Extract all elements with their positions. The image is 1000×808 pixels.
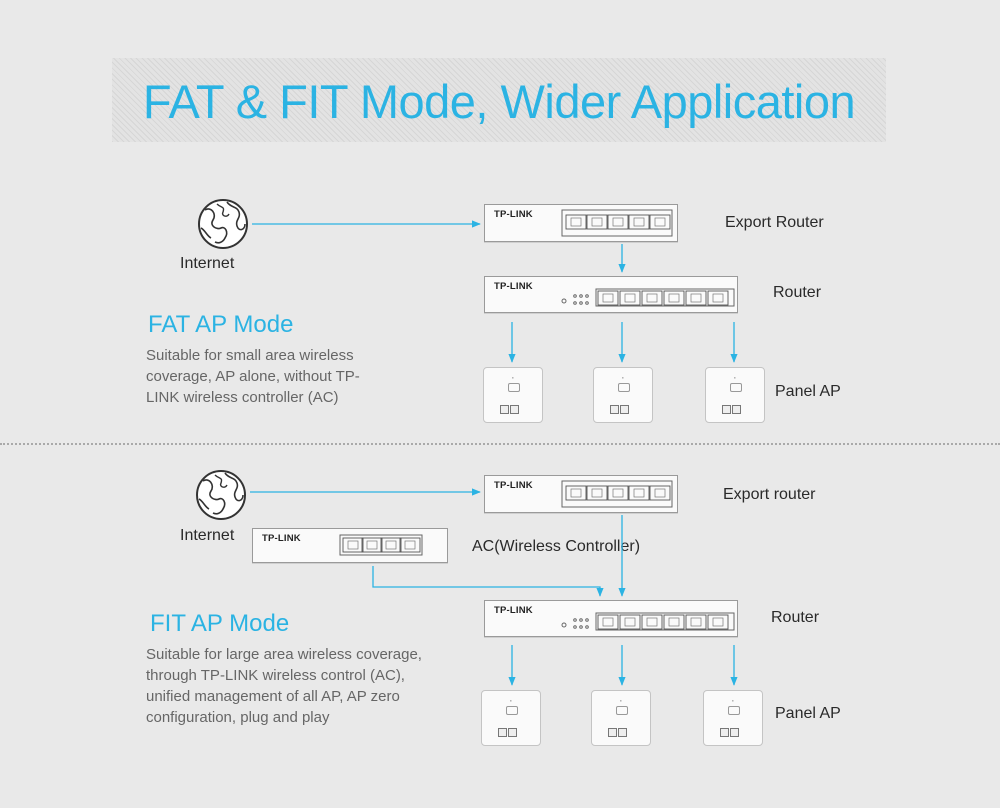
ap-led-icon bbox=[728, 706, 740, 715]
fit-globe-icon bbox=[196, 470, 246, 520]
fit-mode-title: FIT AP Mode bbox=[150, 610, 290, 637]
fit-panel-ap-2: ▪ bbox=[591, 690, 651, 746]
fit-router-label: Router bbox=[771, 609, 820, 626]
fat-internet-label: Internet bbox=[180, 255, 235, 272]
fat-panel-ap-label: Panel AP bbox=[775, 383, 841, 400]
fat-export-router-ports bbox=[561, 209, 673, 237]
fit-internet-label: Internet bbox=[180, 527, 235, 544]
brand-logo: TP-LINK bbox=[494, 480, 533, 491]
fit-panel-ap-3: ▪ bbox=[703, 690, 763, 746]
fat-router-label: Router bbox=[773, 284, 822, 301]
panel-ap-icon: ▪ bbox=[732, 698, 734, 703]
fit-panel-ap-1: ▪ bbox=[481, 690, 541, 746]
page-title: FAT & FIT Mode, Wider Application bbox=[142, 75, 856, 128]
ap-led-icon bbox=[730, 383, 742, 392]
fit-panel-ap-label: Panel AP bbox=[775, 705, 841, 722]
ap-led-icon bbox=[506, 706, 518, 715]
ap-ports-icon bbox=[722, 401, 750, 414]
brand-logo: TP-LINK bbox=[262, 533, 301, 544]
fat-router-device: TP-LINK bbox=[484, 276, 738, 313]
ap-led-icon bbox=[618, 383, 630, 392]
panel-ap-icon: ▪ bbox=[620, 698, 622, 703]
fat-panel-ap-2: ▪ bbox=[593, 367, 653, 423]
brand-logo: TP-LINK bbox=[494, 605, 533, 616]
panel-ap-icon: ▪ bbox=[510, 698, 512, 703]
ap-led-icon bbox=[508, 383, 520, 392]
fit-export-router-ports bbox=[561, 480, 673, 508]
fit-ac-ports bbox=[339, 534, 423, 556]
fit-connectors bbox=[250, 488, 738, 686]
fit-ac-label: AC(Wireless Controller) bbox=[472, 538, 641, 555]
fit-router-device: TP-LINK bbox=[484, 600, 738, 637]
ap-ports-icon bbox=[610, 401, 638, 414]
fat-panel-ap-3: ▪ bbox=[705, 367, 765, 423]
fat-export-router-label: Export Router bbox=[725, 214, 824, 231]
ap-ports-icon bbox=[498, 724, 526, 737]
fit-router-ports bbox=[561, 612, 735, 631]
panel-ap-icon: ▪ bbox=[734, 375, 736, 380]
brand-logo: TP-LINK bbox=[494, 209, 533, 220]
panel-ap-icon: ▪ bbox=[512, 375, 514, 380]
ap-led-icon bbox=[616, 706, 628, 715]
fat-mode-title: FAT AP Mode bbox=[148, 311, 294, 338]
fat-mode-description: Suitable for small area wireless coverag… bbox=[146, 347, 360, 406]
fit-ac-to-router-arrow bbox=[372, 566, 604, 597]
fat-panel-ap-1: ▪ bbox=[483, 367, 543, 423]
ap-ports-icon bbox=[720, 724, 748, 737]
section-divider bbox=[0, 443, 1000, 445]
fat-router-ports bbox=[561, 288, 735, 307]
ap-ports-icon bbox=[500, 401, 528, 414]
fit-export-router-label: Export router bbox=[723, 486, 816, 503]
ap-ports-icon bbox=[608, 724, 636, 737]
fat-connectors bbox=[252, 220, 738, 363]
fit-mode-description: Suitable for large area wireless coverag… bbox=[146, 646, 422, 726]
panel-ap-icon: ▪ bbox=[622, 375, 624, 380]
title-band: FAT & FIT Mode, Wider Application bbox=[112, 58, 886, 142]
fat-globe-icon bbox=[198, 199, 248, 249]
brand-logo: TP-LINK bbox=[494, 281, 533, 292]
